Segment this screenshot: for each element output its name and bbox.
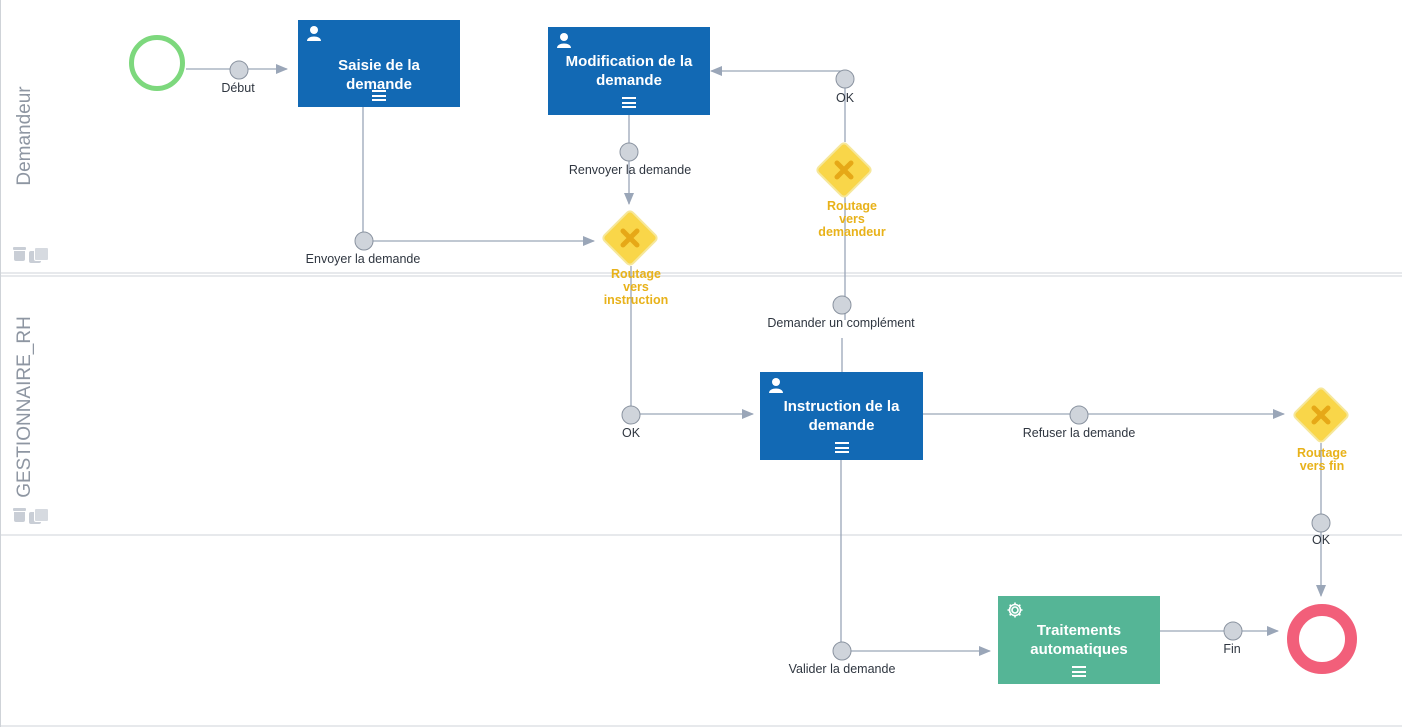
flow-nodes: [229, 60, 1331, 661]
edge-node-ok-modif[interactable]: [835, 69, 855, 89]
task-title: Instruction de la demande: [783, 398, 900, 434]
edge-node-refuser[interactable]: [1069, 405, 1089, 425]
task-modification-demande[interactable]: Modification de la demande: [548, 27, 710, 115]
gateway-label-fin: Routage vers fin: [1297, 446, 1347, 473]
edge-label-refuser: Refuser la demande: [1022, 426, 1136, 440]
menu-icon[interactable]: [622, 97, 636, 108]
lane-label-demandeur: Demandeur: [14, 86, 35, 186]
edge-node-valider[interactable]: [832, 641, 852, 661]
lane-tools-gestionnaire: [13, 508, 49, 524]
edge-node-renvoyer[interactable]: [619, 142, 639, 162]
sequence-flows: [186, 64, 1326, 656]
task-instruction-demande[interactable]: Instruction de la demande: [760, 372, 923, 460]
edge-label-envoyer: Envoyer la demande: [305, 252, 421, 266]
trash-icon[interactable]: [13, 247, 26, 261]
menu-icon[interactable]: [834, 442, 849, 453]
end-event[interactable]: [1287, 604, 1357, 674]
menu-icon[interactable]: [1072, 666, 1086, 677]
menu-icon[interactable]: [372, 90, 386, 101]
cross-icon: [1311, 405, 1331, 425]
gateway-routage-fin[interactable]: [1293, 387, 1350, 444]
edge-node-complement[interactable]: [832, 295, 852, 315]
task-traitements-automatiques[interactable]: Traitements automatiques: [998, 596, 1160, 684]
edge-label-fin: Fin: [1223, 642, 1241, 656]
flow-envoyer[interactable]: [362, 106, 595, 246]
gateway-routage-instruction[interactable]: [602, 210, 659, 267]
task-title: Saisie de la demande: [338, 57, 420, 93]
task-title: Traitements automatiques: [1030, 622, 1128, 658]
edge-node-fin[interactable]: [1223, 621, 1243, 641]
gear-icon: [1007, 602, 1023, 618]
edge-label-debut: Début: [221, 81, 255, 95]
gateway-routage-demandeur[interactable]: [816, 142, 873, 199]
edge-label-complement: Demander un complément: [767, 316, 915, 330]
edge-label-valider: Valider la demande: [788, 662, 896, 676]
start-event[interactable]: [129, 35, 185, 91]
edge-node-debut[interactable]: [229, 60, 249, 80]
edge-node-ok-fin[interactable]: [1311, 513, 1331, 533]
edge-label-renvoyer: Renvoyer la demande: [568, 163, 692, 177]
edge-label-ok-instruction: OK: [621, 426, 641, 440]
flow-valider[interactable]: [840, 460, 991, 656]
user-icon: [307, 26, 321, 41]
flow-ok-modif[interactable]: [710, 66, 846, 142]
edge-label-ok-modif: OK: [835, 91, 855, 105]
cross-icon: [620, 228, 640, 248]
duplicate-icon[interactable]: [29, 247, 49, 263]
gateway-label-demandeur: Routage vers demandeur: [818, 199, 886, 239]
duplicate-icon[interactable]: [29, 508, 49, 524]
edge-node-envoyer[interactable]: [354, 231, 374, 251]
user-icon: [769, 378, 783, 393]
cross-icon: [834, 160, 854, 180]
edge-node-ok-instruction[interactable]: [621, 405, 641, 425]
gateway-label-instruction: Routage vers instruction: [603, 267, 669, 307]
task-saisie-demande[interactable]: Saisie de la demande: [298, 20, 460, 107]
edge-label-ok-fin: OK: [1311, 533, 1331, 547]
trash-icon[interactable]: [13, 508, 26, 522]
lane-tools-demandeur: [13, 247, 49, 263]
task-title: Modification de la demande: [565, 53, 693, 89]
user-icon: [557, 33, 571, 48]
lane-label-gestionnaire-rh: GESTIONNAIRE_RH: [14, 316, 35, 498]
